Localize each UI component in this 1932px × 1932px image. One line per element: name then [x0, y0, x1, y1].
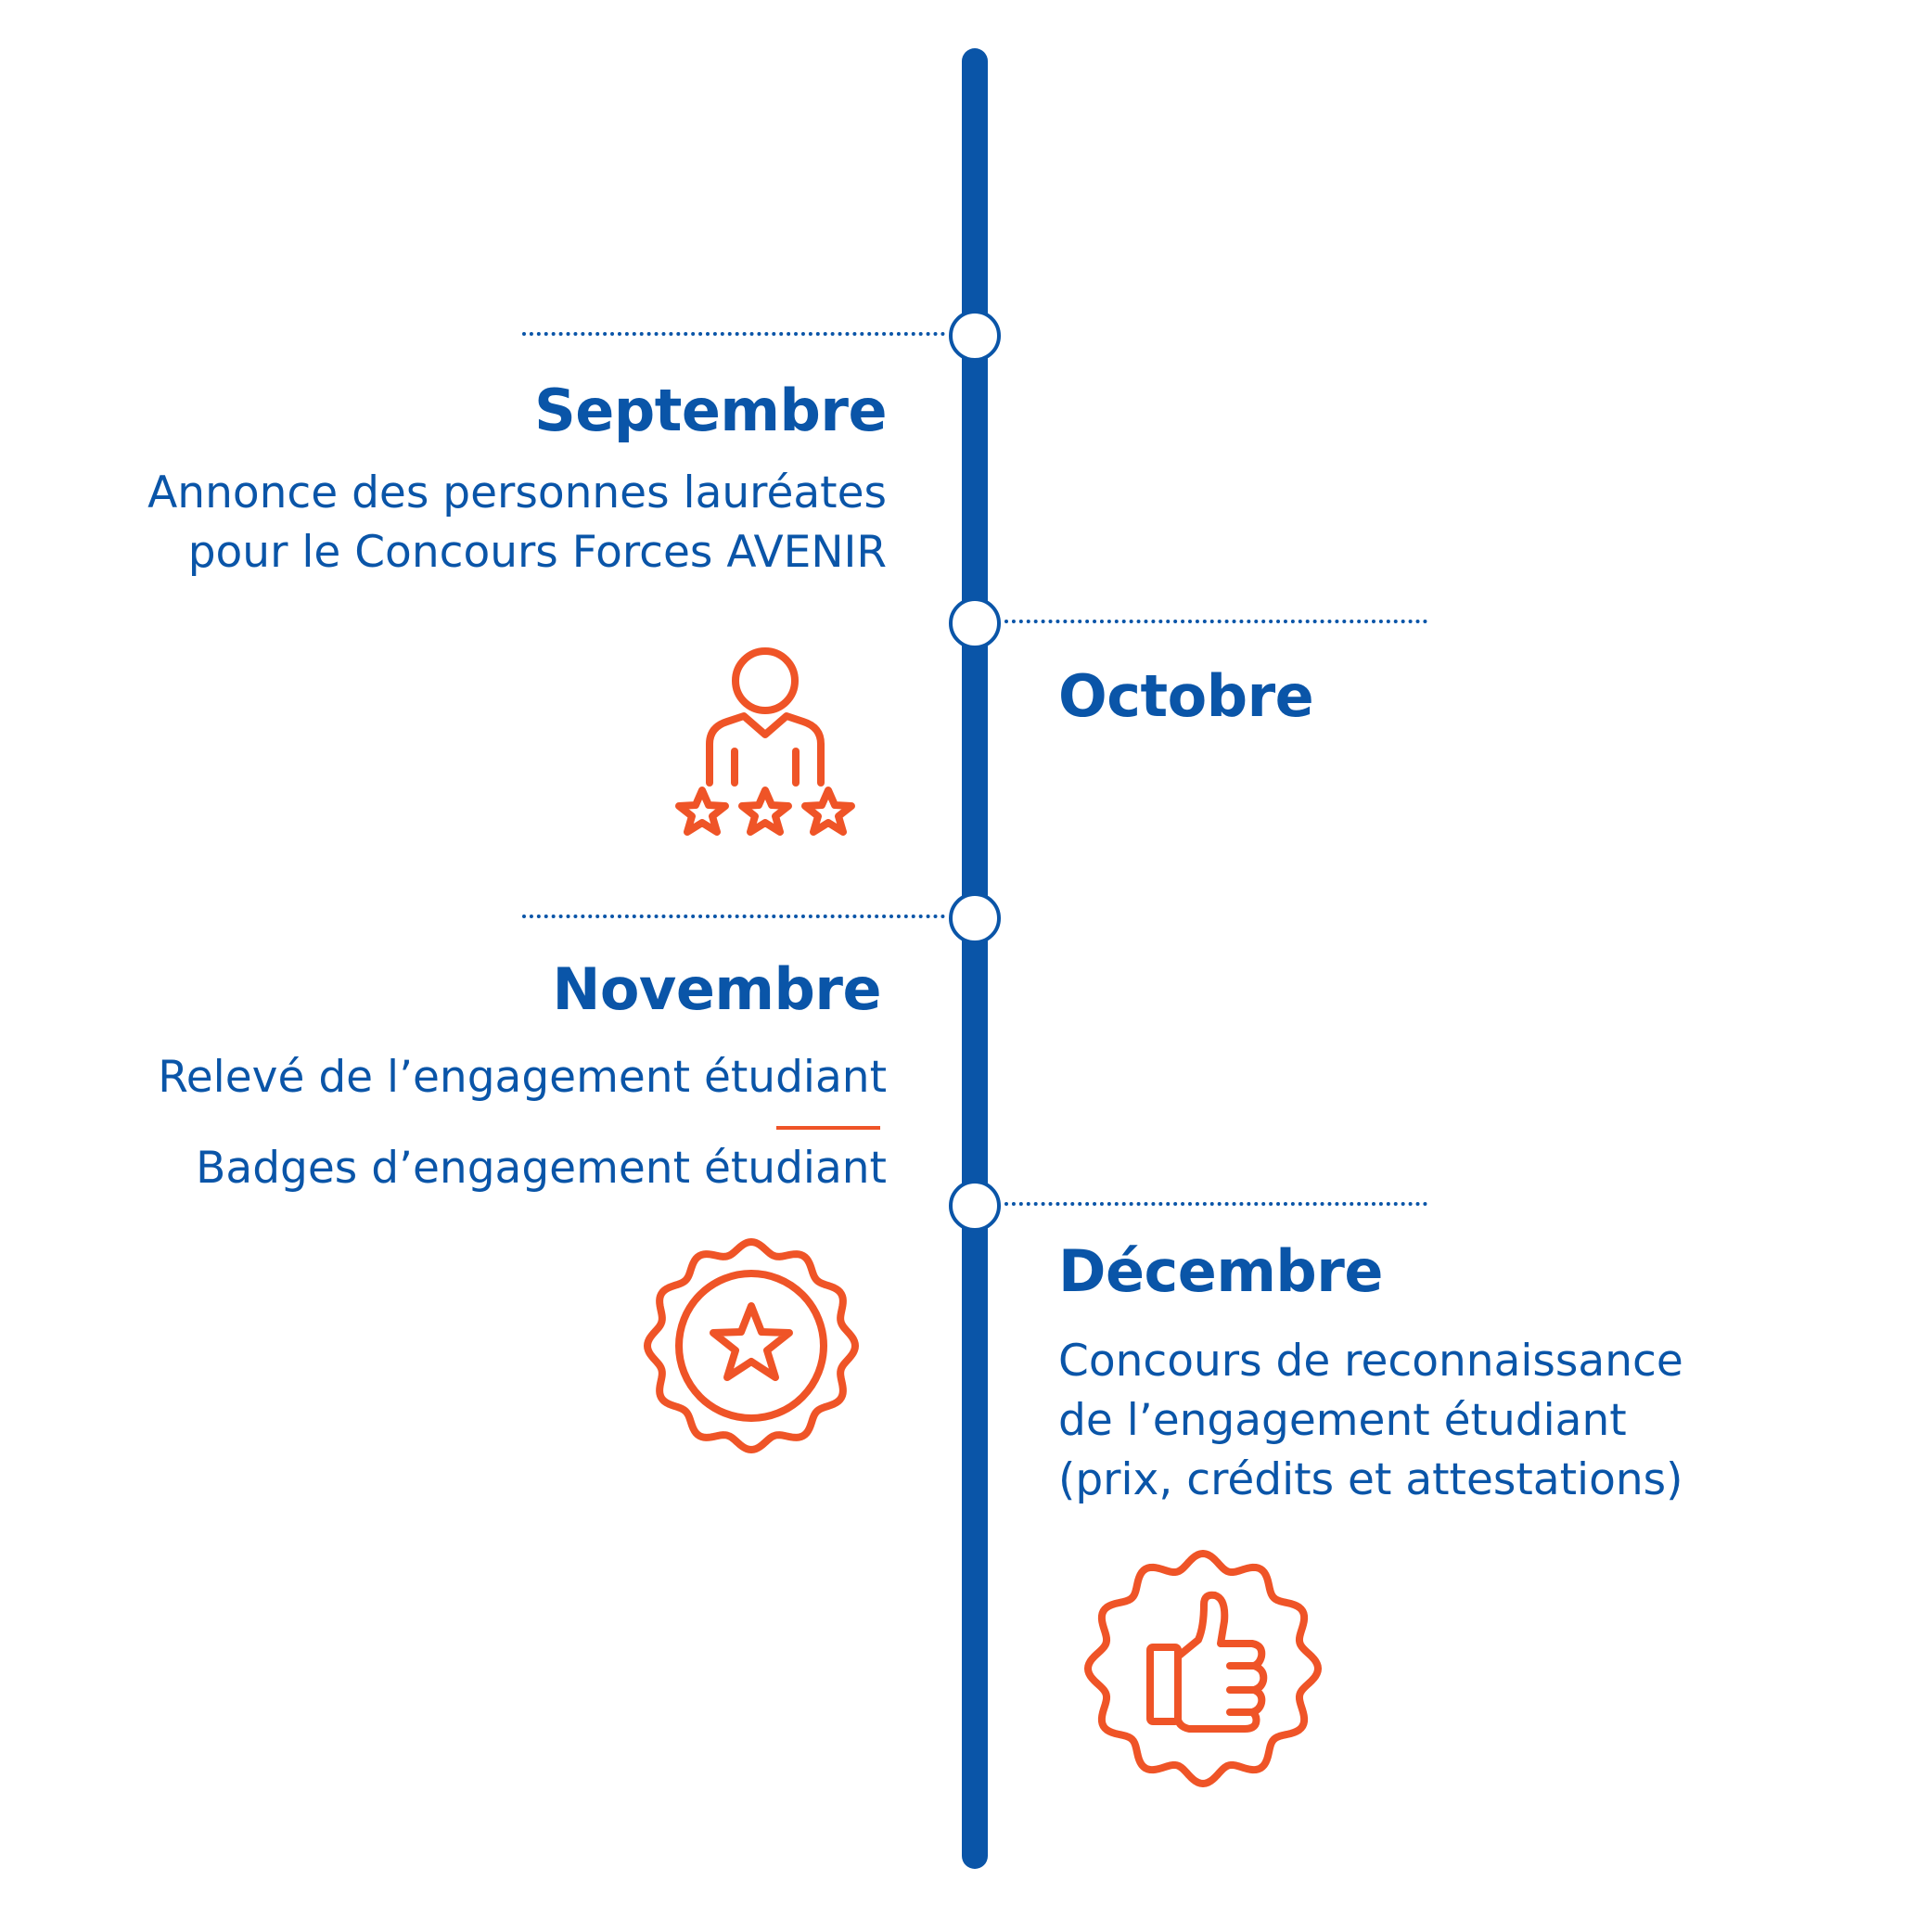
person-three-stars-icon	[670, 642, 864, 855]
connector-novembre	[522, 915, 945, 918]
timeline-node-octobre	[949, 597, 1001, 649]
description-line: Concours de reconnaissance	[1058, 1336, 1683, 1387]
description-line: Badges d’engagement étudiant	[196, 1143, 887, 1194]
month-heading-novembre: Novembre	[552, 955, 881, 1023]
month-heading-decembre: Décembre	[1058, 1237, 1383, 1305]
description-line: pour le Concours Forces AVENIR	[187, 527, 887, 578]
connector-decembre	[1004, 1202, 1427, 1206]
event-description-novembre-2: Badges d’engagement étudiant	[196, 1139, 887, 1198]
description-line: (prix, crédits et attestations)	[1058, 1454, 1683, 1505]
connector-septembre	[522, 332, 945, 336]
description-line: de l’engagement étudiant	[1058, 1395, 1627, 1446]
timeline-node-decembre	[949, 1180, 1001, 1232]
timeline-node-septembre	[949, 310, 1001, 362]
event-description-decembre: Concours de reconnaissance de l’engageme…	[1058, 1332, 1683, 1510]
thumbs-up-badge-icon	[1081, 1547, 1324, 1790]
description-line: Relevé de l’engagement étudiant	[158, 1052, 887, 1103]
description-line: Annonce des personnes lauréates	[147, 467, 887, 518]
timeline-node-novembre	[949, 892, 1001, 944]
event-description-septembre: Annonce des personnes lauréates pour le …	[147, 464, 887, 582]
month-heading-septembre: Septembre	[534, 377, 887, 444]
month-heading-octobre: Octobre	[1058, 662, 1314, 730]
item-divider	[776, 1126, 880, 1130]
event-description-novembre-1: Relevé de l’engagement étudiant	[158, 1048, 887, 1107]
connector-octobre	[1004, 620, 1427, 623]
star-badge-icon	[642, 1236, 861, 1455]
